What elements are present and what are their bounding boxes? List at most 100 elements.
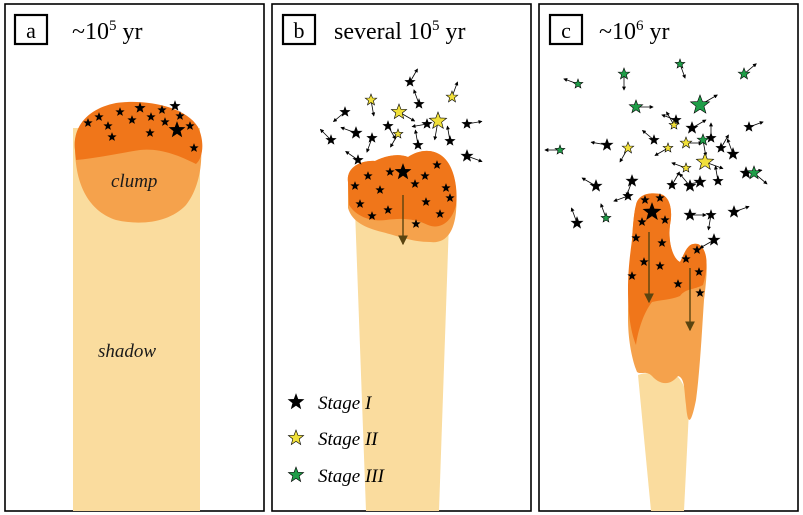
panel-a-star-8-icon <box>157 105 167 114</box>
panel-c: c ~106 yr <box>538 3 799 512</box>
panel-c-star-47-icon <box>600 212 612 223</box>
panel-c-stars <box>544 58 768 297</box>
panel-c-star-17-icon <box>617 67 631 80</box>
panel-c-star-23-icon <box>670 114 682 125</box>
panel-a-stars <box>83 100 199 152</box>
panel-c-star-39-icon <box>693 175 707 188</box>
clump-label: clump <box>111 171 157 192</box>
panel-c-star-29-icon <box>679 136 693 149</box>
panel-c-star-22-icon <box>705 132 717 143</box>
panel-c-star-32-icon <box>680 162 692 173</box>
panel-b-star-20-icon <box>364 93 378 106</box>
panel-c-star-7-icon <box>657 238 667 247</box>
panel-c-star-8-icon <box>639 257 649 266</box>
panel-c-label-box <box>548 13 584 46</box>
panel-c-star-4-icon <box>637 217 647 226</box>
panel-b-star-27-icon <box>421 118 433 129</box>
panel-c-star-52-icon <box>668 119 680 130</box>
panel-b-star-29-icon <box>445 90 459 103</box>
panel-a-star-5-icon <box>127 115 137 124</box>
panel-b-star-19-icon <box>349 126 363 139</box>
panel-c-star-48-icon <box>683 208 697 221</box>
panel-b-star-12-icon <box>383 205 393 214</box>
panel-a-label-box <box>13 13 49 46</box>
panel-c-star-21-icon <box>689 94 711 114</box>
panel-b-star-13-icon <box>421 197 431 206</box>
panel-b-star-4-icon <box>385 167 395 176</box>
panel-b-star-21-icon <box>366 132 378 143</box>
panel-c-star-11-icon <box>681 254 691 263</box>
panel-c-star-6-icon <box>631 233 641 242</box>
panel-c-star-3-icon <box>642 202 662 220</box>
panel-c-star-51-icon <box>707 233 721 246</box>
panel-c-star-45-icon <box>554 144 566 155</box>
panel-c-star-37-icon <box>743 121 755 132</box>
panel-a-star-2-icon <box>94 112 104 121</box>
legend-stage-3-star-icon <box>287 466 305 483</box>
panel-c-star-28-icon <box>662 142 674 153</box>
panel-a-star-1-icon <box>83 118 93 127</box>
panel-c-star-46-icon <box>570 216 584 229</box>
panel-b-star-26-icon <box>413 98 425 109</box>
legend-stage-1-star-icon <box>287 393 305 410</box>
panel-c-star-19-icon <box>737 67 751 80</box>
panel-a-star-6-icon <box>134 102 146 113</box>
panel-a-star-3-icon <box>103 121 113 130</box>
legend-stage-1-label: Stage I <box>318 393 373 414</box>
panel-c-clump-outer <box>628 193 707 345</box>
panel-a-star-16-icon <box>175 111 185 120</box>
panel-c-star-43-icon <box>625 174 639 187</box>
panel-b-label: b <box>294 18 305 43</box>
legend-stage-2-star-icon <box>287 429 305 446</box>
legend-icons <box>287 393 305 483</box>
panel-b-shadow <box>355 210 449 511</box>
panel-a-star-4-icon <box>115 107 125 116</box>
panel-b-star-7-icon <box>420 171 430 180</box>
panel-b-star-33-icon <box>412 139 424 150</box>
panel-c-star-38-icon <box>712 175 724 186</box>
panel-c-star-15-icon <box>673 279 683 288</box>
panel-b-stars <box>319 68 483 228</box>
panel-c-star-5-icon <box>660 215 670 224</box>
panel-b-star-11-icon <box>367 211 377 220</box>
panel-a-clump-outer <box>74 101 203 164</box>
panel-a: clump shadow a ~105 yr <box>4 3 265 512</box>
panel-c-star-25-icon <box>648 134 660 145</box>
panel-c-star-26-icon <box>600 138 614 151</box>
panel-c-star-34-icon <box>726 147 740 160</box>
panel-b-time: several 105 yr <box>334 18 465 45</box>
panel-a-time: ~105 yr <box>72 18 142 45</box>
panel-b-star-30-icon <box>444 135 456 146</box>
panel-c-star-42-icon <box>589 179 603 192</box>
panel-a-star-10-icon <box>168 121 186 138</box>
panel-a-star-12-icon <box>189 143 199 152</box>
panel-c-star-20-icon <box>628 99 644 114</box>
panel-b-star-32-icon <box>460 149 474 162</box>
legend-stage-3-label: Stage III <box>318 466 386 487</box>
panel-b-star-16-icon <box>411 219 421 228</box>
panel-c-star-30-icon <box>696 133 710 146</box>
panel-b-star-22-icon <box>382 120 394 131</box>
panel-c-star-36-icon <box>746 165 762 180</box>
panel-a-star-11-icon <box>185 121 195 130</box>
panel-c-star-41-icon <box>683 179 697 192</box>
panel-b-star-17-icon <box>325 134 337 145</box>
panel-b-star-10-icon <box>355 199 365 208</box>
panel-b-star-9-icon <box>441 183 451 192</box>
panel-c-label: c <box>561 18 571 43</box>
panel-c-star-12-icon <box>692 245 702 254</box>
panel-b-label-box <box>281 13 317 46</box>
panel-c-star-31-icon <box>695 152 715 170</box>
panel-c-star-10-icon <box>655 261 665 270</box>
panel-c-star-27-icon <box>621 141 635 154</box>
panel-b-star-8-icon <box>432 160 442 169</box>
panel-a-star-7-icon <box>146 112 156 121</box>
panel-b-star-3-icon <box>375 185 385 194</box>
panel-c-star-44-icon <box>622 190 634 201</box>
panel-a-star-14-icon <box>145 128 155 137</box>
panel-c-star-14-icon <box>695 288 705 297</box>
panel-b-star-14-icon <box>435 209 445 218</box>
panel-b-star-5-icon <box>394 163 412 180</box>
panel-b-star-28-icon <box>428 111 448 129</box>
